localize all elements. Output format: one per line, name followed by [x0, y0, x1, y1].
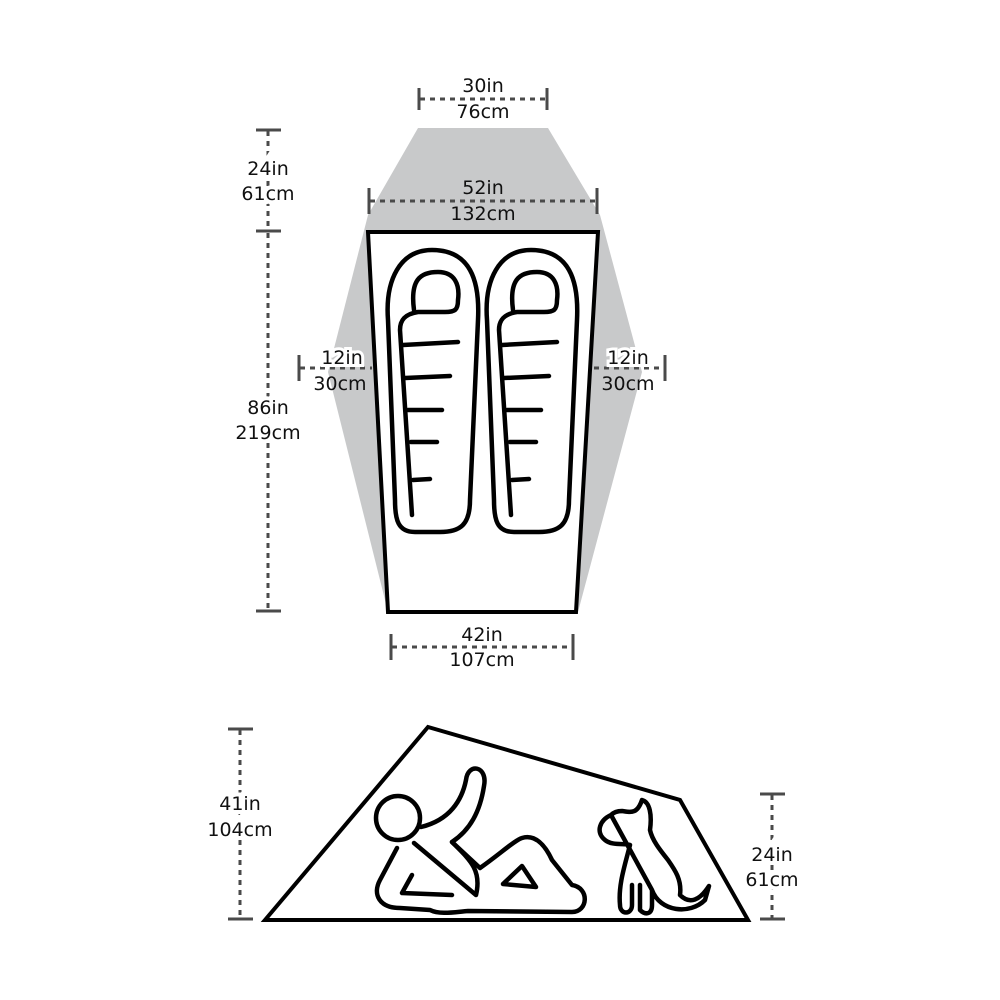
svg-text:24in: 24in	[247, 158, 289, 180]
dimension-foot-width: 42in 107cm	[389, 620, 575, 675]
sleeping-bag-right	[484, 247, 580, 535]
dimension-length: 86in 219cm	[231, 233, 305, 613]
svg-text:41in: 41in	[219, 793, 261, 815]
svg-text:219cm: 219cm	[235, 422, 300, 444]
svg-text:104cm: 104cm	[207, 819, 272, 841]
svg-text:86in: 86in	[247, 397, 289, 419]
sleeping-bag-left	[385, 247, 481, 535]
svg-text:52in: 52in	[462, 177, 504, 199]
tent-side-profile	[260, 724, 752, 922]
svg-text:107cm: 107cm	[449, 649, 514, 671]
svg-text:76cm: 76cm	[456, 101, 509, 123]
svg-text:24in: 24in	[751, 844, 793, 866]
dimension-head-width: 52in 132cm	[367, 177, 599, 225]
svg-text:132cm: 132cm	[450, 203, 515, 225]
svg-text:30cm: 30cm	[601, 373, 654, 395]
svg-text:42in: 42in	[461, 624, 503, 646]
dimension-left-vestibule: 12in 30cm	[297, 344, 372, 395]
dimension-peak-height: 41in 104cm	[203, 727, 277, 921]
svg-text:12in: 12in	[321, 347, 363, 369]
svg-text:30in: 30in	[462, 75, 504, 97]
dog-sitting-icon	[597, 797, 712, 916]
svg-text:30cm: 30cm	[313, 373, 366, 395]
dimension-foot-height: 24in 61cm	[741, 792, 803, 921]
tent-floor	[365, 230, 601, 614]
svg-text:12in: 12in	[607, 347, 649, 369]
person-reclining-icon	[373, 766, 587, 916]
dimension-top-width: 30in 76cm	[417, 75, 549, 123]
svg-text:61cm: 61cm	[241, 183, 294, 205]
dimension-vestibule-depth: 24in 61cm	[237, 128, 299, 233]
svg-text:61cm: 61cm	[745, 869, 798, 891]
dimension-right-vestibule: 12in 30cm	[594, 344, 667, 395]
